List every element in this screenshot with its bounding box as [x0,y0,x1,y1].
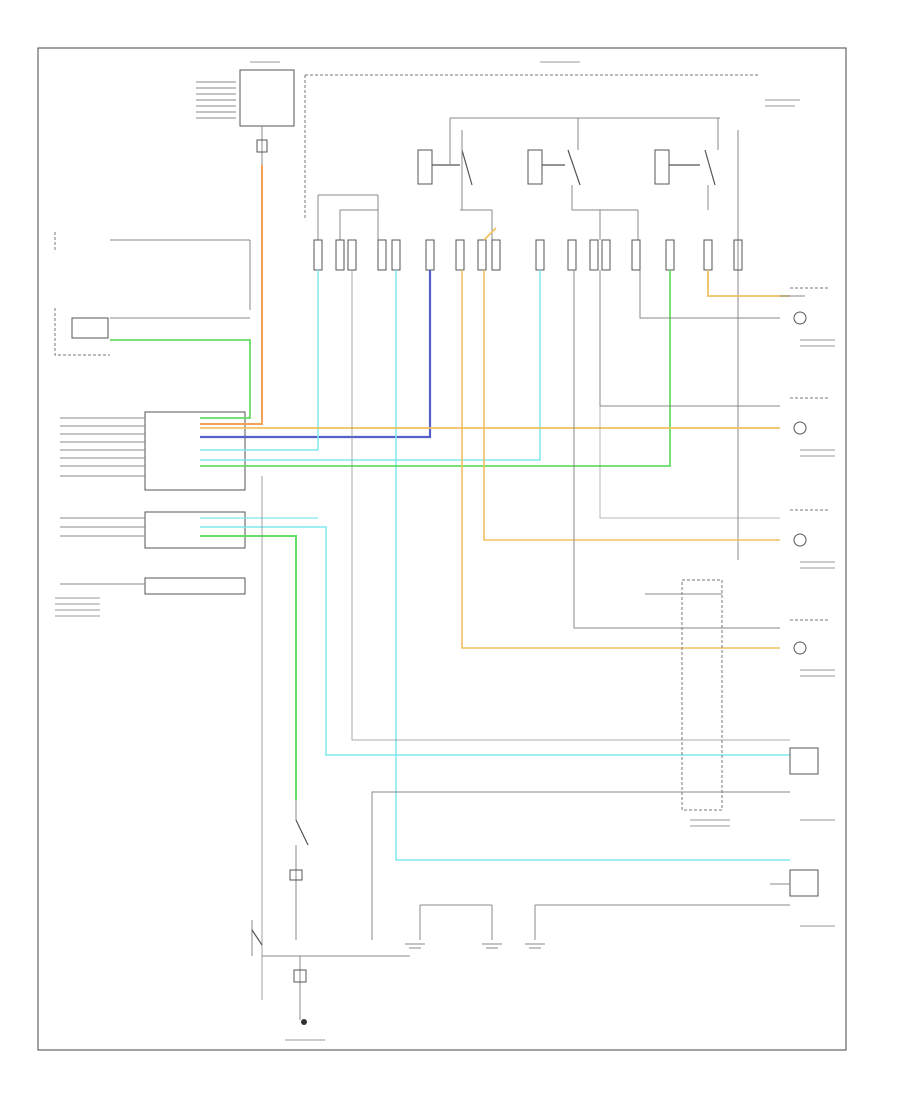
door-lock-switch-enclosure [304,74,760,220]
rear-lock-switch [654,118,719,210]
keyless-entry-receiver [54,308,110,356]
ground-bus [251,890,790,1020]
label-marks [55,61,835,1041]
wire-cyan-5 [200,270,541,461]
fuse-block-label-lines [196,81,236,119]
bcm-pin-leaders [60,417,145,585]
driver-door-lock-actuator [780,287,830,325]
wire-green-bcm-lower [200,535,297,800]
liftgate-switch [289,800,309,940]
switch-connector-pins [313,239,743,271]
front-door-ajar-switch [789,747,819,775]
inline-harness-connector [681,579,723,811]
rear-door-ajar-switch [770,869,819,897]
switch-output-bus [317,130,739,560]
wire-green-driver-unlock [200,270,671,467]
passenger-door-lock-actuator [790,619,830,655]
fuse-connector [256,139,268,153]
wire-tan-rr-actuator [483,270,780,541]
wire-blue-door-lock [200,270,432,439]
lf-door-lock-actuator [790,397,830,435]
instrument-cluster-serial-data [54,232,251,319]
body-control-module-connector-2 [144,511,246,549]
wire-green-keyless [110,339,251,419]
underhood-fuse-block [239,69,295,127]
wire-cyan-1 [200,270,319,451]
diagram-border [37,47,847,1051]
body-control-module-ground-pin [144,577,246,595]
passenger-lock-switch [527,118,581,210]
wire-tan-diag [483,227,497,241]
wire-cyan-4 [395,270,790,861]
wire-tan-driver-actuator [707,270,790,297]
ground-symbols [405,943,545,949]
gray-actuator-wires [261,270,790,1000]
driver-lock-switch [417,118,473,210]
wire-cyan-3 [200,526,790,756]
wire-orange-battery [200,165,263,425]
rr-door-lock-actuator [790,509,830,547]
body-control-module-connector [144,411,246,491]
wire-tan-pass-actuator [461,270,780,649]
ground-point [301,1019,307,1025]
